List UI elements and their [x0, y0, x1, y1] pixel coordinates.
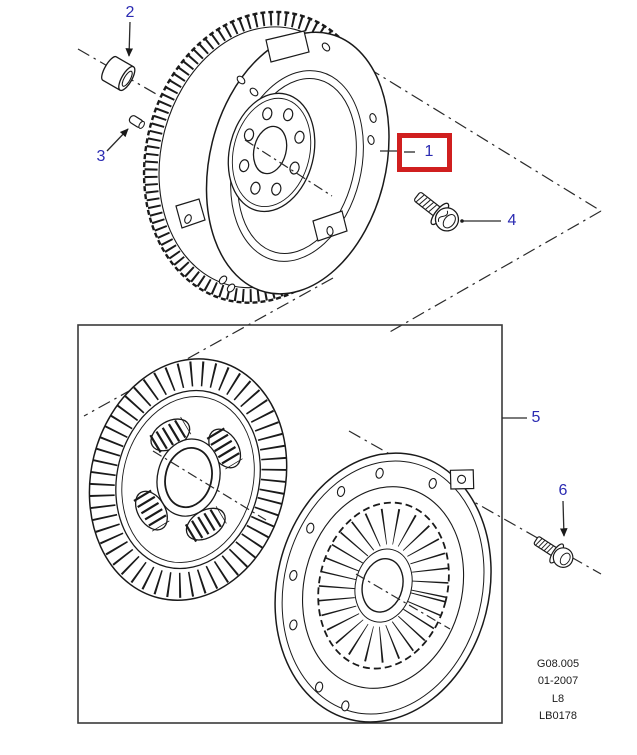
rim-tab-top — [265, 30, 310, 63]
flywheel-bolt — [414, 192, 460, 232]
axis-disc-center — [152, 450, 267, 521]
friction-segments — [89, 361, 287, 598]
dowel-pin — [128, 115, 145, 129]
bolt-threads — [415, 194, 437, 213]
selected-part-highlight — [397, 133, 452, 172]
flywheel — [142, 10, 390, 304]
bolt-head-face — [559, 552, 571, 566]
axis-hub-center — [244, 139, 333, 197]
leader-2 — [125, 21, 134, 57]
axis-cover-center — [355, 573, 451, 630]
cover-rim-holes — [289, 467, 437, 712]
callout-1[interactable]: 1 — [424, 143, 434, 160]
axis-down-left — [387, 210, 602, 334]
callout-2[interactable]: 2 — [125, 4, 135, 21]
leader-lines — [106, 21, 568, 537]
diaphragm-finger-slots — [318, 508, 449, 663]
disc-spline-bore — [164, 447, 213, 509]
cover-raised-ring — [301, 486, 465, 689]
kit-boundary-box — [77, 324, 503, 724]
callout-3[interactable]: 3 — [96, 148, 106, 165]
crank-bolt-holes — [238, 107, 305, 196]
cover-outer-inner-line — [281, 460, 485, 715]
release-bearing-bore — [361, 557, 404, 613]
leader-6 — [559, 500, 568, 537]
rim-tab-left — [175, 198, 206, 229]
flywheel-rim-features — [175, 30, 377, 293]
bolt-threads — [535, 538, 554, 553]
leader-3 — [106, 128, 129, 152]
pilot-bore — [252, 125, 288, 175]
hub-boss-inner — [231, 97, 312, 208]
rim-holes — [184, 42, 377, 293]
catalog-code-block: G08.005 01-2007 L8 LB0178 — [518, 656, 598, 726]
cover-bolt — [533, 536, 574, 568]
clutch-disc — [88, 358, 288, 601]
bolt-head-face — [442, 214, 456, 229]
axis-flywheel-to-disc — [83, 277, 334, 417]
catalog-code-line: 01-2007 — [537, 675, 579, 688]
catalog-code-line: LB0178 — [539, 710, 577, 723]
callout-4[interactable]: 4 — [507, 212, 517, 229]
disc-plate-inner-ring — [121, 396, 255, 563]
leader-4-dot — [460, 219, 464, 223]
callout-6[interactable]: 6 — [558, 482, 568, 499]
catalog-code-line: L8 — [551, 692, 565, 705]
catalog-code-line: G08.005 — [536, 658, 580, 670]
callout-5[interactable]: 5 — [531, 409, 541, 426]
pilot-bushing — [101, 55, 136, 92]
pressure-plate-cover — [274, 452, 492, 723]
